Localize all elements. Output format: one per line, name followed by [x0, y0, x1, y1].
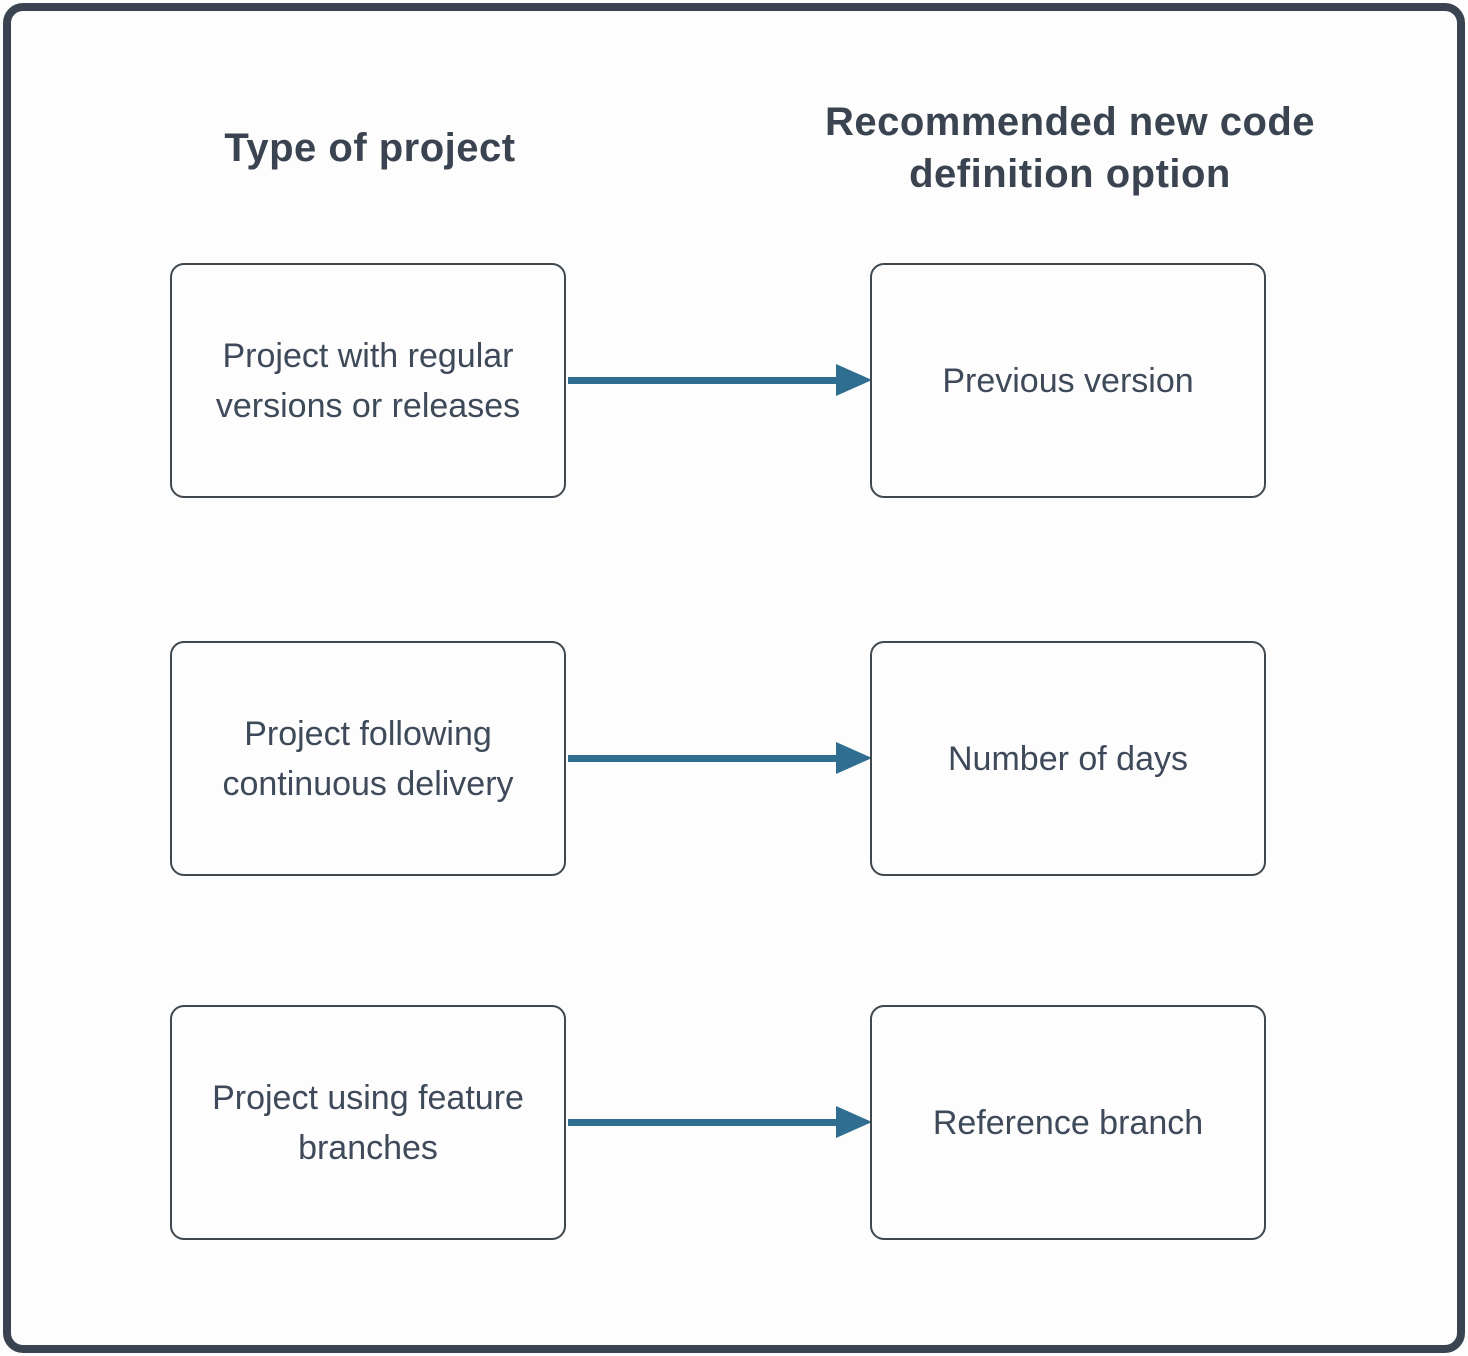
node-label: Number of days	[948, 739, 1188, 778]
column-header-recommended-option: Recommended new code definition option	[824, 100, 1316, 196]
node-label: Project following continuous delivery	[222, 714, 514, 803]
node-label: Project using feature branches	[212, 1078, 524, 1167]
node-label: Project with regular versions or release…	[215, 336, 521, 425]
node-reference-branch: Reference branch	[870, 1005, 1266, 1240]
node-project-regular-versions: Project with regular versions or release…	[170, 263, 566, 498]
node-project-continuous-delivery: Project following continuous delivery	[170, 641, 566, 876]
arrow-row2-shaft	[568, 755, 836, 762]
arrow-row2-arrowhead-icon	[836, 742, 872, 774]
column-header-type-of-project: Type of project	[224, 126, 516, 170]
node-label: Previous version	[942, 361, 1194, 400]
arrow-row1-shaft	[568, 377, 836, 384]
arrow-row3-shaft	[568, 1119, 836, 1126]
node-number-of-days: Number of days	[870, 641, 1266, 876]
node-project-feature-branches: Project using feature branches	[170, 1005, 566, 1240]
arrow-row1-arrowhead-icon	[836, 364, 872, 396]
arrow-row3-arrowhead-icon	[836, 1106, 872, 1138]
node-previous-version: Previous version	[870, 263, 1266, 498]
node-label: Reference branch	[932, 1103, 1204, 1142]
